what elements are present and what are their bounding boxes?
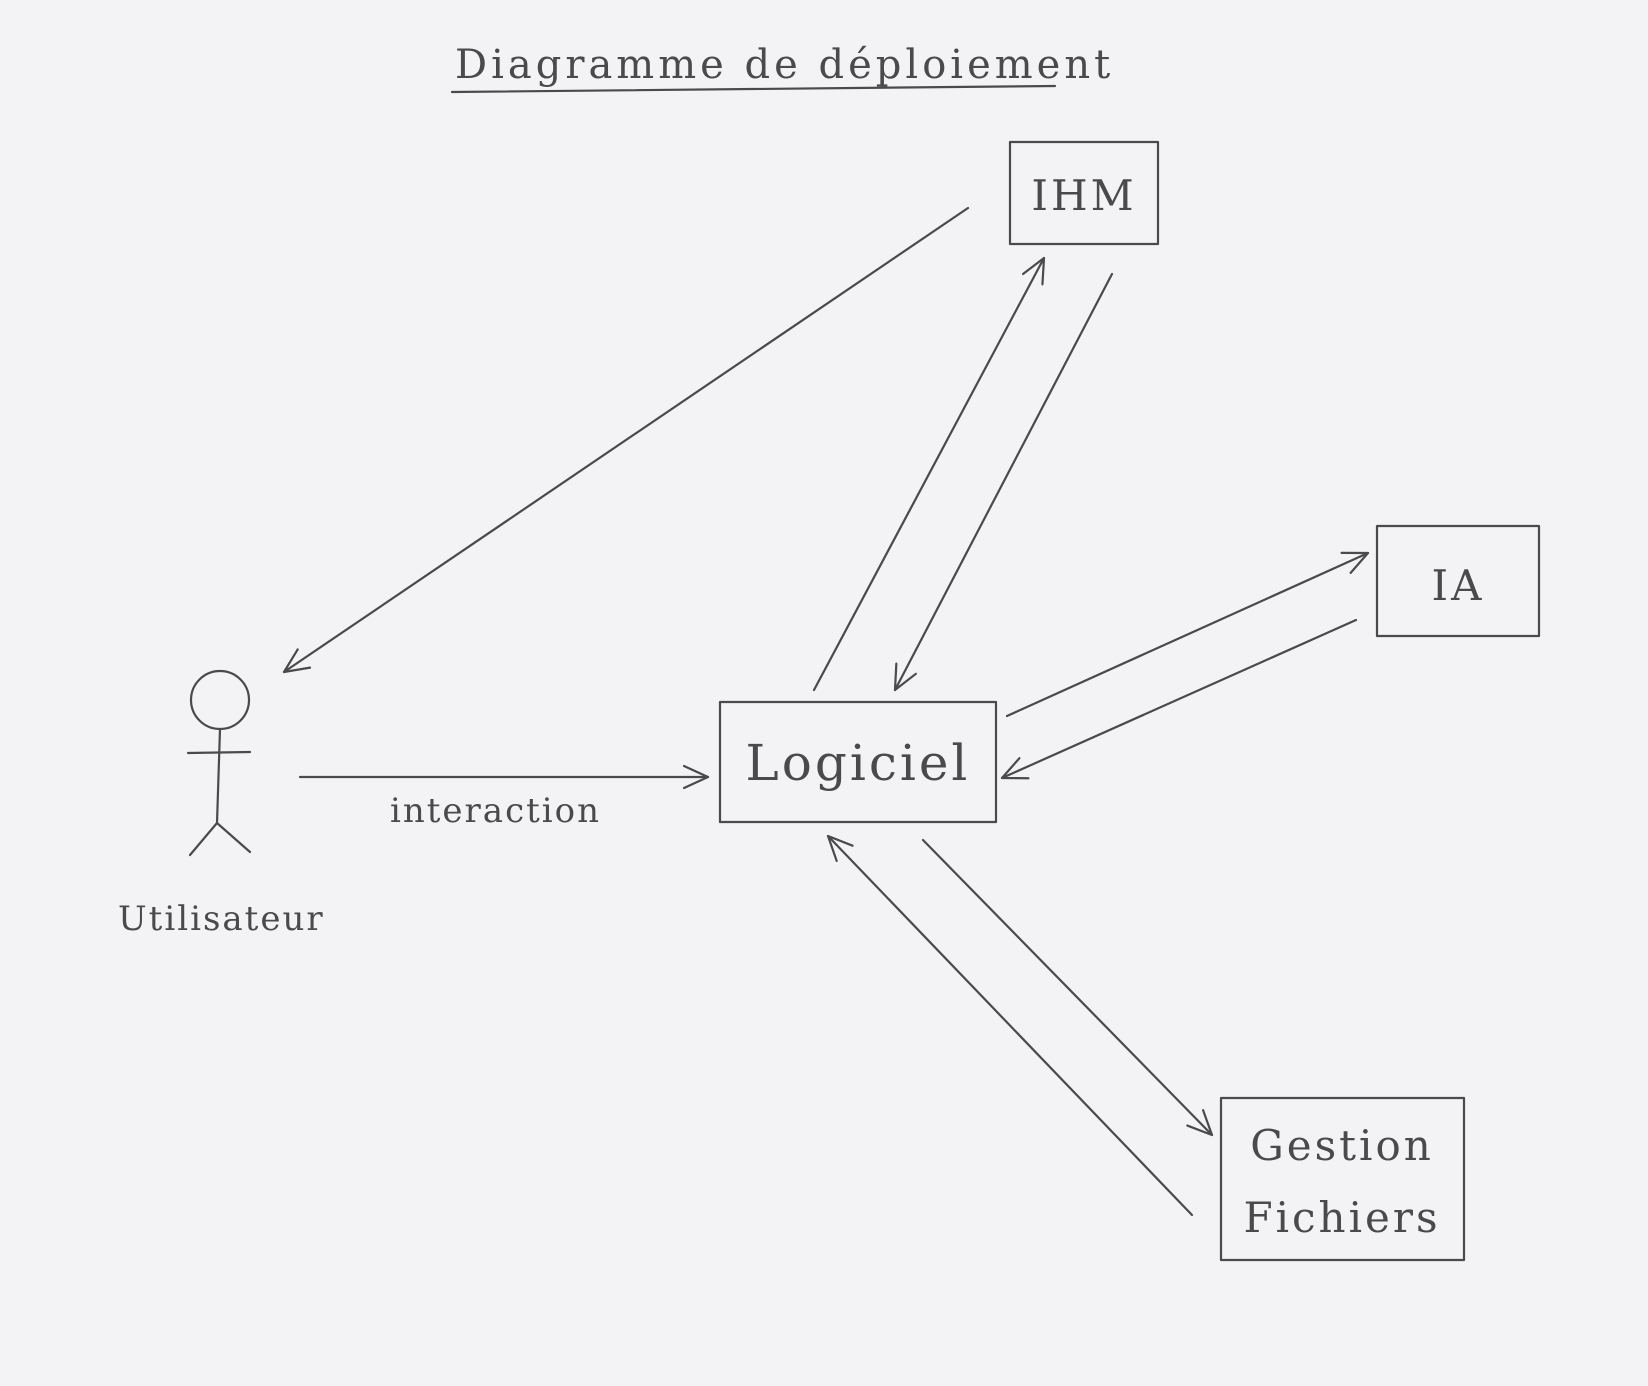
node-gestion-fichiers[interactable]: Gestion Fichiers — [1219, 1096, 1466, 1262]
node-gestion-label-line1: Gestion — [1250, 1121, 1434, 1170]
edge-logiciel-to-gestion — [921, 838, 1214, 1137]
actor-label: Utilisateur — [118, 899, 325, 939]
actor-utilisateur[interactable]: Utilisateur — [118, 669, 325, 939]
node-logiciel[interactable]: Logiciel — [718, 700, 998, 824]
node-ia-box — [1375, 524, 1541, 638]
node-ihm-box — [1008, 140, 1160, 246]
diagram-title: Diagramme de déploiement — [455, 42, 1114, 88]
edge-interaction-label: interaction — [390, 791, 601, 831]
edge-logiciel-to-ia — [1005, 551, 1370, 718]
edge-gestion-to-logiciel — [826, 834, 1194, 1217]
node-logiciel-box — [718, 700, 998, 824]
node-ihm-label: IHM — [1031, 171, 1136, 220]
edge-ia-to-logiciel — [1000, 618, 1358, 780]
node-ia[interactable]: IA — [1375, 524, 1541, 638]
stick-figure-icon — [186, 669, 252, 857]
edge-logiciel-to-ihm — [812, 256, 1046, 692]
node-gestion-label-line2: Fichiers — [1243, 1193, 1440, 1242]
node-ihm[interactable]: IHM — [1008, 140, 1160, 246]
edge-ihm-to-logiciel — [893, 272, 1114, 692]
title-underline — [450, 84, 1057, 94]
edge-ihm-to-utilisateur — [282, 206, 970, 674]
node-ia-label: IA — [1432, 561, 1485, 610]
node-logiciel-label: Logiciel — [746, 734, 971, 792]
node-gestion-fichiers-box — [1219, 1096, 1466, 1262]
